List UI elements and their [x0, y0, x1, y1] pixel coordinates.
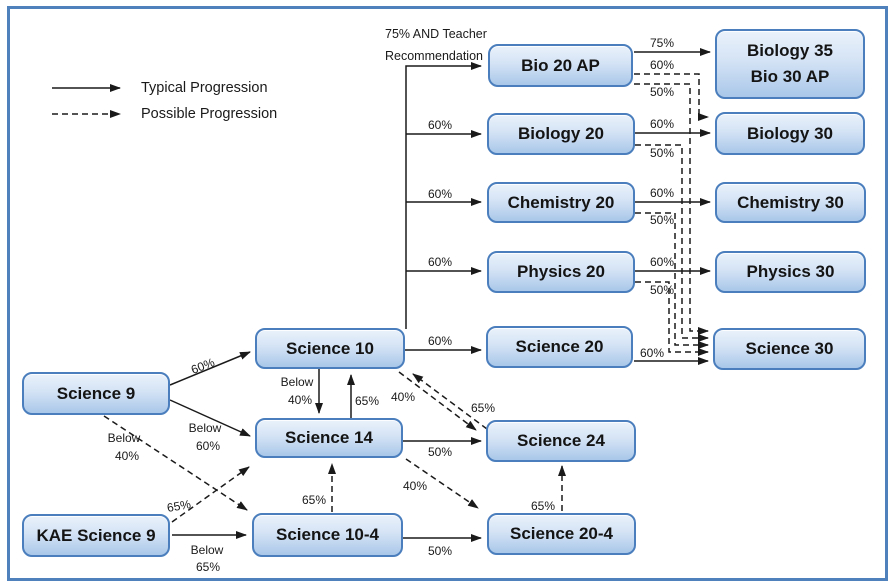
edge-chemistry20-science30-dashed	[635, 212, 709, 349]
node-science-10-4: Science 10-4	[252, 513, 403, 557]
node-physics-20: Physics 20	[487, 251, 635, 293]
edge-science9-science10-4-dashed	[103, 415, 248, 511]
node-biology-30: Biology 30	[715, 112, 865, 155]
edge-kae-science14-dashed	[171, 466, 250, 523]
edge-label-bio20ap-science30: 50%	[649, 85, 675, 99]
edge-label-science14-science20-4: 40%	[402, 479, 428, 493]
node-biology-35-line1: Biology 35	[747, 41, 833, 60]
edge-label-science10-science20: 60%	[427, 334, 453, 348]
node-physics-30: Physics 30	[715, 251, 866, 293]
node-biology-20: Biology 20	[487, 113, 635, 155]
edge-science9-science14	[169, 399, 251, 437]
note-teacher-recommendation-line1: 75% AND Teacher	[385, 27, 487, 41]
node-biology-35-line2: Bio 30 AP	[750, 67, 830, 86]
edge-biology20-science30-dashed	[635, 144, 709, 342]
edge-science10-science24-dashed	[398, 371, 477, 431]
edge-label-science10-science14-pct: 40%	[287, 393, 313, 407]
node-science-9: Science 9	[22, 372, 170, 415]
edge-label-science10-4-science20-4: 50%	[427, 544, 453, 558]
legend-typical-label: Typical Progression	[141, 80, 268, 96]
node-science-30: Science 30	[713, 328, 866, 370]
edge-label-science24-science10: 65%	[470, 401, 496, 415]
edge-label-physics20-physics30: 60%	[649, 255, 675, 269]
edge-label-trunk-physics20: 60%	[427, 255, 453, 269]
edge-label-biology20-science30: 50%	[649, 146, 675, 160]
edge-label-science14-science10: 65%	[354, 394, 380, 408]
node-chemistry-20: Chemistry 20	[487, 182, 635, 223]
diagram-frame	[7, 6, 888, 581]
edge-label-chemistry20-chemistry30: 60%	[649, 186, 675, 200]
edge-label-trunk-biology20: 60%	[427, 118, 453, 132]
edge-label-science9-science14-pct: 60%	[195, 439, 221, 453]
edge-label-science14-science24: 50%	[427, 445, 453, 459]
edge-label-physics20-science30: 50%	[649, 283, 675, 297]
edge-label-science10-science24: 40%	[390, 390, 416, 404]
edge-science24-science10-dashed	[412, 373, 488, 430]
edge-label-trunk-chemistry20: 60%	[427, 187, 453, 201]
edge-bio20ap-science30-dashed	[634, 83, 709, 335]
edge-bio20ap-biology30-dashed	[634, 73, 709, 121]
node-bio-20-ap: Bio 20 AP	[488, 44, 633, 87]
edge-label-bio20ap-biology35: 75%	[649, 36, 675, 50]
edge-label-science10-4-science14: 65%	[301, 493, 327, 507]
edge-label-bio20ap-biology30: 60%	[649, 58, 675, 72]
edge-science14-science20-4-dashed	[405, 458, 479, 509]
note-teacher-recommendation-line2: Recommendation	[385, 49, 483, 63]
node-science-24: Science 24	[486, 420, 636, 462]
node-chemistry-30: Chemistry 30	[715, 182, 866, 223]
edge-label-science9-science10-4-below: Below	[107, 431, 141, 445]
node-science-10: Science 10	[255, 328, 405, 369]
edge-label-science20-4-science24: 65%	[530, 499, 556, 513]
edge-label-chemistry20-science30: 50%	[649, 213, 675, 227]
node-kae-science-9: KAE Science 9	[22, 514, 170, 557]
edge-physics20-science30-dashed	[635, 281, 709, 356]
edge-science9-science10	[169, 351, 251, 386]
node-science-20: Science 20	[486, 326, 633, 368]
node-science-20-4: Science 20-4	[487, 513, 636, 555]
edge-science10-bio20ap	[405, 62, 482, 329]
node-science-14: Science 14	[255, 418, 403, 458]
edge-label-science9-science10-4-pct: 40%	[114, 449, 140, 463]
edge-label-science9-science14-below: Below	[188, 421, 222, 435]
edge-label-biology20-biology30: 60%	[649, 117, 675, 131]
node-biology-35-bio-30-ap: Biology 35 Bio 30 AP	[715, 29, 865, 99]
edge-label-science20-science30: 60%	[639, 346, 665, 360]
edge-label-kae-science10-4-below: Below	[190, 543, 224, 557]
edge-label-kae-science10-4-pct: 65%	[195, 560, 221, 574]
edge-label-science10-science14-below: Below	[280, 375, 314, 389]
legend-possible-label: Possible Progression	[141, 106, 278, 122]
